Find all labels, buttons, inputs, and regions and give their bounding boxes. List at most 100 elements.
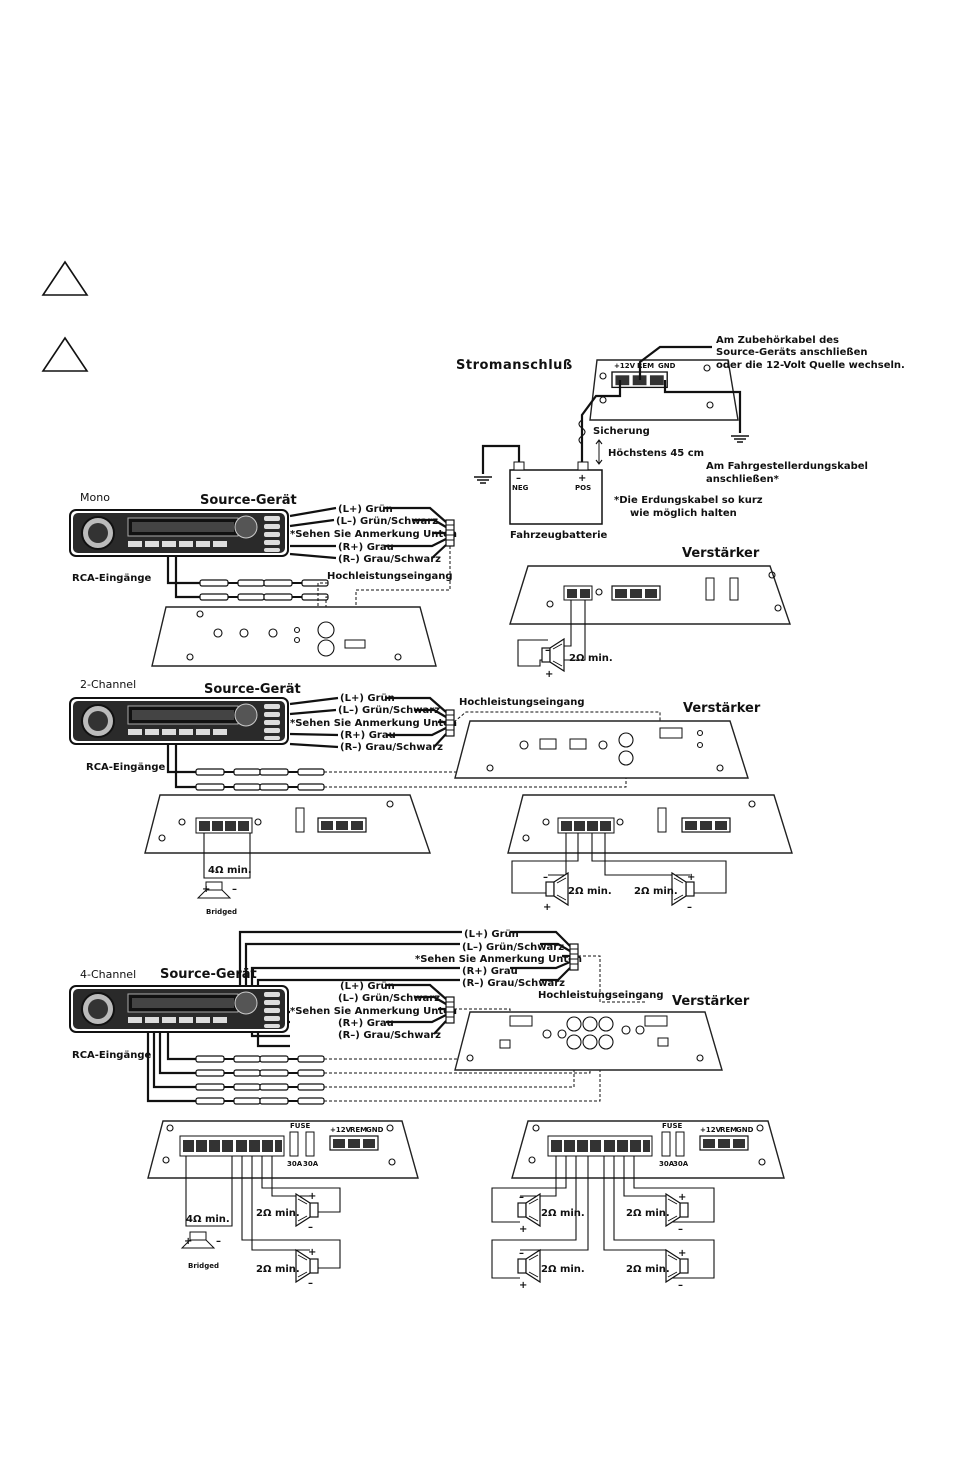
svg-text:–: –	[519, 1248, 524, 1259]
svg-text:+12V: +12V	[330, 1126, 352, 1134]
svg-text:GND: GND	[366, 1126, 384, 1134]
2ch-bridged-amp	[144, 794, 431, 854]
svg-text:Source-Gerät: Source-Gerät	[160, 967, 257, 982]
svg-text:–: –	[516, 473, 521, 484]
svg-text:2Ω min.: 2Ω min.	[256, 1208, 300, 1219]
2ch-input-amp	[454, 720, 749, 779]
svg-text:Verstärker: Verstärker	[682, 546, 760, 561]
svg-text:+: +	[543, 902, 551, 913]
svg-text:+: +	[687, 872, 695, 883]
speaker-icon	[196, 881, 232, 899]
svg-text:+12V: +12V	[614, 362, 636, 370]
svg-text:+: +	[202, 884, 210, 895]
svg-text:RCA-Eingänge: RCA-Eingänge	[86, 762, 165, 773]
svg-text:–: –	[232, 884, 237, 895]
section-mono: Mono	[80, 491, 110, 504]
svg-text:–: –	[678, 1280, 683, 1291]
svg-text:FUSE: FUSE	[290, 1122, 311, 1130]
svg-text:–: –	[687, 902, 692, 913]
svg-text:POS: POS	[575, 484, 591, 492]
svg-text:(L–) Grün/Schwarz: (L–) Grün/Schwarz	[336, 516, 438, 527]
svg-text:+: +	[519, 1224, 527, 1235]
svg-text:+: +	[578, 473, 586, 484]
svg-text:REM: REM	[350, 1126, 367, 1134]
svg-text:2Ω min.: 2Ω min.	[626, 1264, 670, 1275]
high-level-connector	[445, 519, 455, 547]
4ch-input-amp	[454, 1011, 723, 1071]
svg-text:Hochleistungseingang: Hochleistungseingang	[459, 697, 585, 708]
svg-text:anschließen*: anschließen*	[706, 474, 780, 485]
svg-text:(L+) Grün: (L+) Grün	[464, 929, 519, 940]
svg-text:(L–) Grün/Schwarz: (L–) Grün/Schwarz	[338, 993, 440, 1004]
head-unit	[69, 509, 289, 557]
svg-text:Fahrzeugbatterie: Fahrzeugbatterie	[510, 530, 608, 541]
svg-text:FUSE: FUSE	[662, 1122, 683, 1130]
warning-icon	[41, 336, 89, 372]
svg-text:(R+) Grau: (R+) Grau	[462, 966, 518, 977]
svg-text:wie möglich halten: wie möglich halten	[630, 508, 737, 519]
high-level-connector	[569, 943, 579, 971]
svg-text:(R–) Grau/Schwarz: (R–) Grau/Schwarz	[338, 554, 441, 565]
svg-text:+: +	[519, 1280, 527, 1291]
high-level-connector	[445, 996, 455, 1024]
svg-text:Source-Gerät: Source-Gerät	[200, 493, 297, 508]
svg-text:–: –	[543, 872, 548, 883]
svg-text:+: +	[308, 1191, 316, 1202]
head-unit	[69, 985, 289, 1033]
svg-text:2Ω min.: 2Ω min.	[569, 653, 613, 664]
svg-text:(R+) Grau: (R+) Grau	[338, 1018, 394, 1029]
svg-text:30A: 30A	[673, 1160, 689, 1168]
svg-text:+: +	[678, 1192, 686, 1203]
svg-text:(R+) Grau: (R+) Grau	[338, 542, 394, 553]
svg-text:+: +	[184, 1236, 192, 1247]
svg-text:–: –	[519, 1192, 524, 1203]
svg-text:Verstärker: Verstärker	[672, 994, 750, 1009]
svg-text:(R–) Grau/Schwarz: (R–) Grau/Schwarz	[338, 1030, 441, 1041]
svg-text:30A: 30A	[287, 1160, 303, 1168]
svg-text:*Sehen Sie Anmerkung Unten: *Sehen Sie Anmerkung Unten	[290, 529, 457, 540]
svg-text:GND: GND	[736, 1126, 754, 1134]
svg-text:–: –	[545, 645, 550, 656]
svg-text:Bridged: Bridged	[188, 1262, 219, 1270]
svg-text:+: +	[308, 1247, 316, 1258]
svg-text:RCA-Eingänge: RCA-Eingänge	[72, 1050, 151, 1061]
svg-text:2Ω min.: 2Ω min.	[634, 886, 678, 897]
svg-text:2Ω min.: 2Ω min.	[541, 1264, 585, 1275]
ground-icon	[730, 435, 750, 443]
svg-text:*Sehen Sie Anmerkung Unten: *Sehen Sie Anmerkung Unten	[290, 718, 457, 729]
svg-text:30A: 30A	[659, 1160, 675, 1168]
speaker-icon	[545, 872, 569, 906]
svg-text:(L–) Grün/Schwarz: (L–) Grün/Schwarz	[462, 942, 564, 953]
svg-text:Am Zubehörkabel des: Am Zubehörkabel des	[716, 335, 839, 346]
svg-text:*Sehen Sie Anmerkung Unten: *Sehen Sie Anmerkung Unten	[290, 1006, 457, 1017]
svg-text:2Ω min.: 2Ω min.	[541, 1208, 585, 1219]
svg-text:Hochleistungseingang: Hochleistungseingang	[538, 990, 664, 1001]
svg-text:Hochleistungseingang: Hochleistungseingang	[327, 571, 453, 582]
power-title: Stromanschluß	[456, 358, 573, 373]
car-battery	[509, 469, 603, 525]
fuse-icon	[578, 419, 586, 445]
svg-text:REM: REM	[720, 1126, 737, 1134]
svg-text:*Die Erdungskabel so kurz: *Die Erdungskabel so kurz	[614, 495, 763, 506]
svg-text:Sicherung: Sicherung	[593, 426, 650, 437]
svg-text:NEG: NEG	[512, 484, 529, 492]
svg-text:+: +	[678, 1248, 686, 1259]
svg-text:REM: REM	[637, 362, 654, 370]
svg-text:Am Fahrgestellerdungskabel: Am Fahrgestellerdungskabel	[706, 461, 868, 472]
high-level-connector	[445, 709, 455, 737]
svg-text:Verstärker: Verstärker	[683, 701, 761, 716]
section-2-channel: 2-Channel	[80, 678, 136, 691]
svg-text:2Ω min.: 2Ω min.	[256, 1264, 300, 1275]
ground-icon	[473, 476, 493, 484]
svg-text:–: –	[216, 1236, 221, 1247]
svg-text:Source-Geräts anschließen: Source-Geräts anschließen	[716, 347, 867, 358]
svg-text:(L+) Grün: (L+) Grün	[338, 504, 393, 515]
svg-text:+: +	[545, 669, 553, 680]
svg-text:4Ω min.: 4Ω min.	[208, 865, 252, 876]
svg-text:4Ω min.: 4Ω min.	[186, 1214, 230, 1225]
svg-text:GND: GND	[658, 362, 676, 370]
mono-input-amp	[151, 606, 437, 667]
svg-text:Höchstens 45 cm: Höchstens 45 cm	[608, 448, 704, 459]
svg-text:(L+) Grün: (L+) Grün	[340, 693, 395, 704]
